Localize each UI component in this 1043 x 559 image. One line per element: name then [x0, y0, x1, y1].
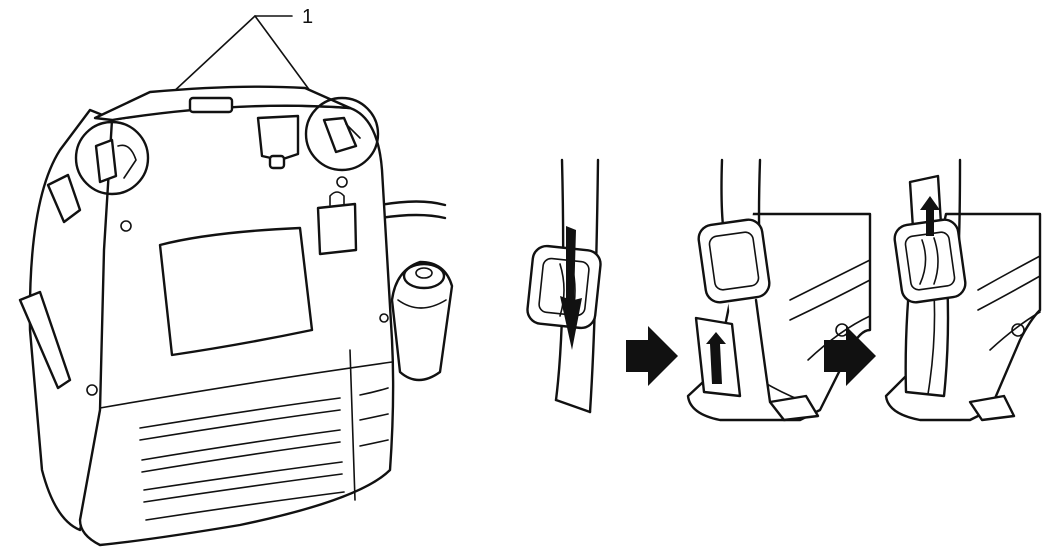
strap-fastened-icon: [884, 158, 1042, 422]
strap-insert-icon: [686, 158, 872, 422]
next-step-arrow-icon: [824, 326, 876, 386]
next-step-arrow-icon: [626, 326, 678, 386]
backpack-device-icon: [18, 85, 454, 547]
callout-number: 1: [302, 6, 313, 28]
strap-buckle-icon: [526, 158, 602, 414]
